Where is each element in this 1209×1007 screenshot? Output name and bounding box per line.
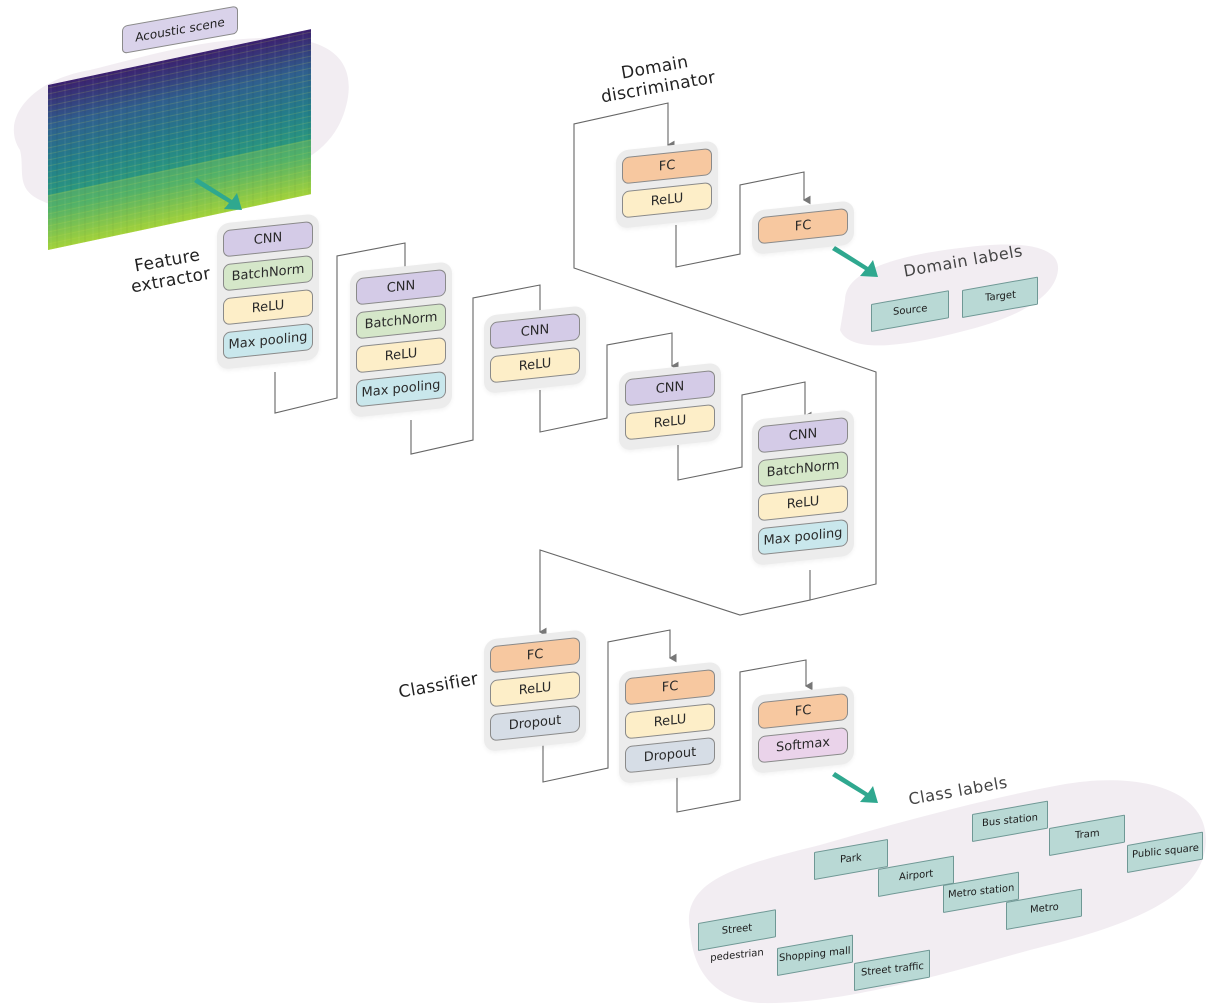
domain-block-1: FC ReLU: [616, 140, 718, 229]
feature-block-2: CNN BatchNorm ReLU Max pooling: [350, 261, 452, 418]
layer-max-pooling: Max pooling: [758, 518, 848, 556]
layer-relu: ReLU: [490, 346, 580, 384]
layer-relu: ReLU: [625, 403, 715, 441]
layer-relu: ReLU: [223, 288, 313, 326]
layer-batchnorm: BatchNorm: [356, 302, 446, 340]
classifier-block-2: FC ReLU Dropout: [619, 661, 721, 784]
feature-block-5: CNN BatchNorm ReLU Max pooling: [752, 409, 854, 566]
layer-fc: FC: [758, 692, 848, 730]
layer-softmax: Softmax: [758, 726, 848, 764]
layer-dropout: Dropout: [625, 736, 715, 774]
classifier-block-1: FC ReLU Dropout: [484, 629, 586, 752]
layer-cnn: CNN: [223, 220, 313, 258]
spectrogram-image: [48, 29, 311, 250]
layer-relu: ReLU: [625, 702, 715, 740]
layer-cnn: CNN: [625, 369, 715, 407]
layer-cnn: CNN: [356, 268, 446, 306]
domain-output-arrow: [832, 246, 878, 277]
layer-relu: ReLU: [622, 181, 712, 219]
layer-relu: ReLU: [356, 336, 446, 374]
layer-fc: FC: [490, 636, 580, 674]
layer-fc: FC: [625, 668, 715, 706]
classifier-block-3: FC Softmax: [752, 685, 854, 774]
layer-cnn: CNN: [758, 416, 848, 454]
layer-relu: ReLU: [490, 670, 580, 708]
layer-cnn: CNN: [490, 312, 580, 350]
layer-fc: FC: [622, 147, 712, 185]
layer-dropout: Dropout: [490, 704, 580, 742]
feature-block-3: CNN ReLU: [484, 305, 586, 394]
layer-max-pooling: Max pooling: [356, 370, 446, 408]
class-output-arrow: [832, 772, 878, 803]
feature-block-1: CNN BatchNorm ReLU Max pooling: [217, 213, 319, 370]
feature-block-4: CNN ReLU: [619, 362, 721, 451]
layer-batchnorm: BatchNorm: [223, 254, 313, 292]
layer-fc: FC: [758, 207, 848, 245]
connector-lines: [274, 102, 877, 813]
layer-relu: ReLU: [758, 484, 848, 522]
input-arrow: [194, 178, 242, 210]
layer-max-pooling: Max pooling: [223, 322, 313, 360]
layer-batchnorm: BatchNorm: [758, 450, 848, 488]
